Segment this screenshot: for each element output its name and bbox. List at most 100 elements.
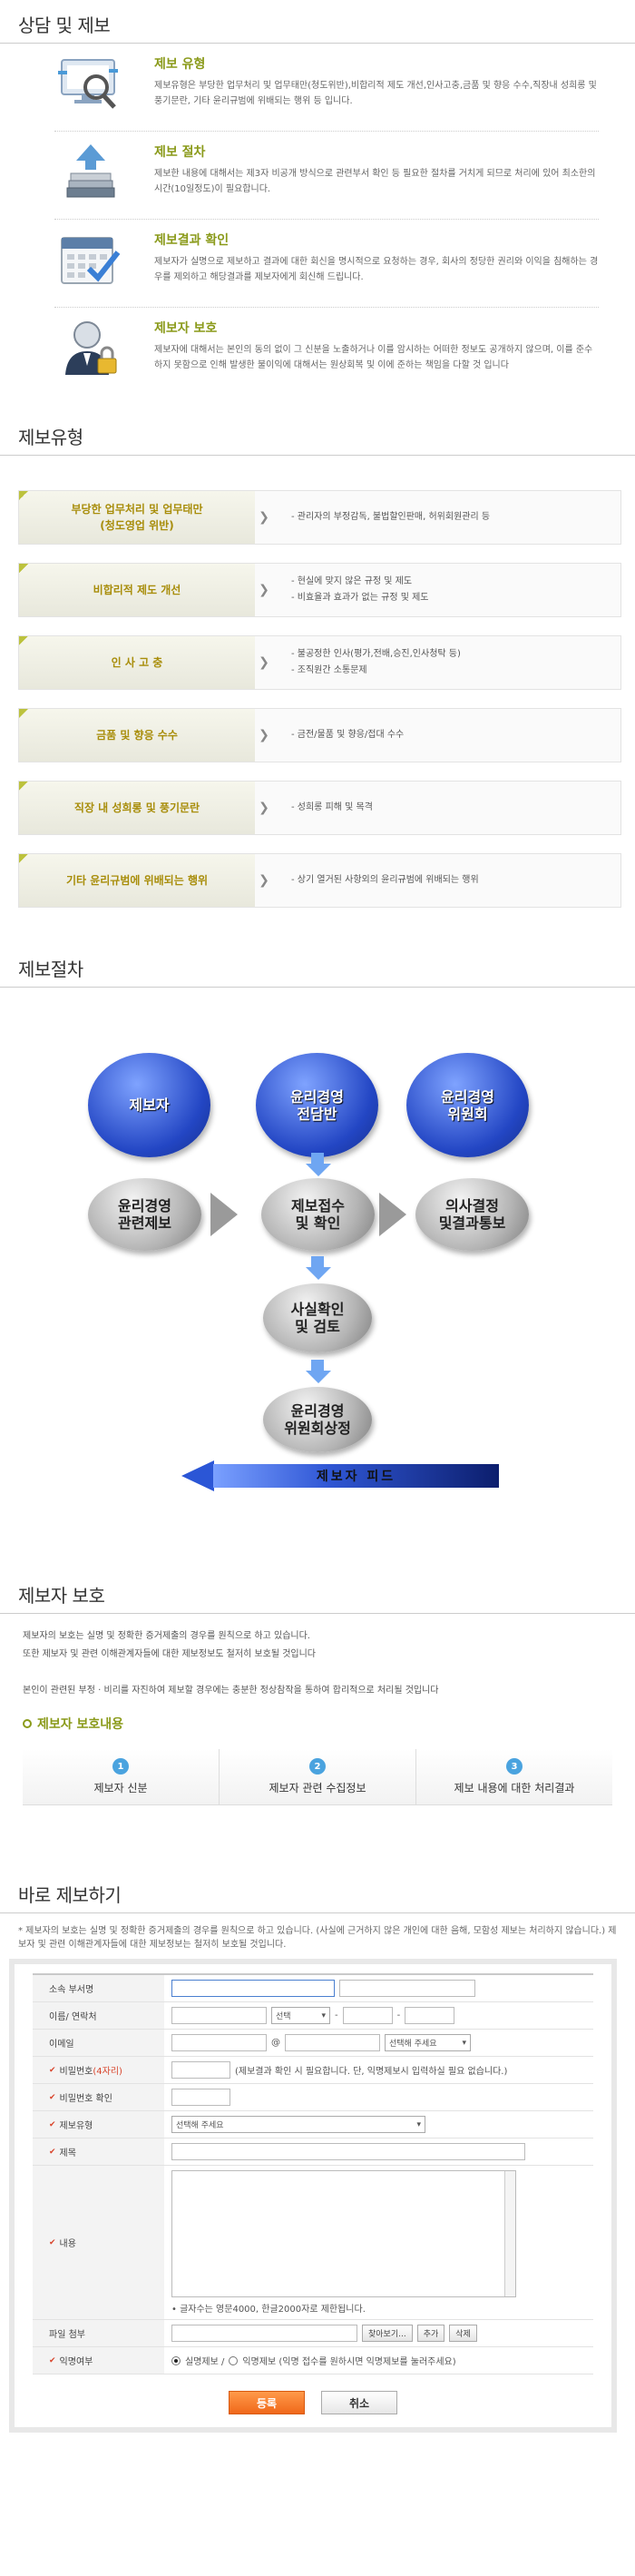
type-desc: - 현실에 맞지 않은 규정 및 제도- 비효율과 효과가 없는 규정 및 제도 bbox=[291, 576, 429, 603]
report-form: 소속 부서명 이름/ 연락처 선택▾ - - 이메일 @ 선택해 주세요▾ bbox=[9, 1959, 617, 2433]
password-input[interactable] bbox=[171, 2061, 230, 2079]
type-label: 직장 내 성희롱 및 풍기문란 bbox=[19, 782, 255, 834]
chevron-down-icon: ▾ bbox=[462, 2038, 466, 2048]
row-email: 이메일 @ 선택해 주세요▾ bbox=[33, 2030, 593, 2057]
file-delete-button[interactable]: 삭제 bbox=[449, 2325, 477, 2342]
phone-prefix-select[interactable]: 선택▾ bbox=[271, 2007, 330, 2024]
circle-bullet-icon bbox=[23, 1719, 32, 1728]
email-id-input[interactable] bbox=[171, 2034, 267, 2051]
chevron-right-icon: ❯ bbox=[259, 655, 269, 670]
type-label: 부당한 업무처리 및 업무태만(청도영업 위반) bbox=[19, 491, 255, 544]
types-title: 제보유형 bbox=[0, 419, 635, 456]
file-browse-button[interactable]: 찾아보기... bbox=[362, 2325, 413, 2342]
real-name-radio[interactable] bbox=[171, 2355, 181, 2365]
protection-text: 제보자의 보호는 실명 및 정확한 증거제출의 경우를 원칙으로 하고 있습니다… bbox=[23, 1631, 439, 1696]
name-phone-label: 이름/ 연락처 bbox=[33, 2002, 164, 2029]
row-content: ✔내용 • 글자수는 영문4000, 한글2000자로 제한됩니다. bbox=[33, 2166, 593, 2320]
report-form-section: 바로 제보하기 * 제보자의 보호는 실명 및 정확한 증거제출의 경우를 원칙… bbox=[0, 1877, 635, 2433]
form-note: * 제보자의 보호는 실명 및 정확한 증거제출의 경우를 원칙으로 하고 있습… bbox=[18, 1926, 617, 1950]
consult-item-type: 제보 유형 제보유형은 부당한 업무처리 및 업무태만(청도위반),비합리적 제… bbox=[54, 44, 599, 132]
check-mark-icon: ✔ bbox=[49, 2065, 56, 2075]
consult-list: 제보 유형 제보유형은 부당한 업무처리 및 업무태만(청도위반),비합리적 제… bbox=[0, 44, 635, 396]
type-label: 인 사 고 충 bbox=[19, 636, 255, 689]
user-lock-icon bbox=[54, 317, 136, 380]
type-row: 금품 및 향응 수수 ❯ - 금전/물품 및 향응/접대 수수 bbox=[18, 708, 621, 762]
type-desc: - 상기 열거된 사항외의 윤리규범에 위배되는 행위 bbox=[291, 875, 479, 885]
file-add-button[interactable]: 추가 bbox=[416, 2325, 445, 2342]
consult-section: 상담 및 제보 제보 유형 제보유형은 부당한 업무처리 및 업무태만(청도위반… bbox=[0, 7, 635, 396]
dept-input-extra[interactable] bbox=[339, 1980, 475, 1997]
check-mark-icon: ✔ bbox=[49, 2237, 56, 2247]
consult-item-desc: 제보한 내용에 대해서는 제3자 비공개 방식으로 관련부서 확인 등 필요한 … bbox=[154, 169, 596, 194]
chevron-right-icon: ❯ bbox=[259, 583, 269, 597]
form-buttons: 등록 취소 bbox=[33, 2391, 593, 2414]
type-label: 기타 윤리규범에 위배되는 행위 bbox=[19, 854, 255, 907]
check-mark-icon: ✔ bbox=[49, 2119, 56, 2129]
row-password: ✔비밀번호(4자리) (제보결과 확인 시 필요합니다. 단, 익명제보시 입력… bbox=[33, 2057, 593, 2084]
anonymous-label: ✔익명여부 bbox=[33, 2347, 164, 2374]
row-subject: ✔제목 bbox=[33, 2138, 593, 2166]
type-row: 인 사 고 충 ❯ - 불공정한 인사(평가,전배,승진,인사청탁 등)- 조직… bbox=[18, 635, 621, 690]
type-desc: - 성희롱 피해 및 목격 bbox=[291, 802, 373, 812]
email-domain-input[interactable] bbox=[285, 2034, 380, 2051]
password-confirm-label: ✔비밀번호 확인 bbox=[33, 2084, 164, 2110]
type-row: 부당한 업무처리 및 업무태만(청도영업 위반) ❯ - 관리자의 부정감독, … bbox=[18, 490, 621, 545]
feedback-arrow: 제보자 피드 bbox=[181, 1460, 499, 1491]
consult-item-protect: 제보자 보호 제보자에 대해서는 본인의 동의 없이 그 신분을 노출하거나 이… bbox=[54, 308, 599, 396]
row-anonymous: ✔익명여부 실명제보 / 익명제보 (익명 접수를 원하시면 익명제보를 눌러주… bbox=[33, 2347, 593, 2374]
row-name-phone: 이름/ 연락처 선택▾ - - bbox=[33, 2002, 593, 2030]
check-mark-icon: ✔ bbox=[49, 2355, 56, 2365]
email-label: 이메일 bbox=[33, 2030, 164, 2056]
dept-input[interactable] bbox=[171, 1980, 335, 1997]
consult-item-desc: 제보자가 실명으로 제보하고 결과에 대한 회신을 명시적으로 요청하는 경우,… bbox=[154, 257, 599, 282]
types-list: 부당한 업무처리 및 업무태만(청도영업 위반) ❯ - 관리자의 부정감독, … bbox=[0, 456, 635, 908]
consult-item-title: 제보결과 확인 bbox=[154, 233, 230, 248]
content-label: ✔내용 bbox=[33, 2166, 164, 2319]
type-row: 기타 윤리규범에 위배되는 행위 ❯ - 상기 열거된 사항외의 윤리규범에 위… bbox=[18, 853, 621, 908]
content-note: • 글자수는 영문4000, 한글2000자로 제한됩니다. bbox=[171, 2305, 366, 2315]
type-row: 직장 내 성희롱 및 풍기문란 ❯ - 성희롱 피해 및 목격 bbox=[18, 781, 621, 835]
subject-label: ✔제목 bbox=[33, 2138, 164, 2165]
anonymous-radio[interactable] bbox=[229, 2355, 239, 2365]
phone-last-input[interactable] bbox=[405, 2007, 455, 2024]
password-note: (제보결과 확인 시 필요합니다. 단, 익명제보시 입력하실 필요 없습니다.… bbox=[235, 2067, 508, 2077]
subject-input[interactable] bbox=[171, 2143, 525, 2160]
cancel-button[interactable]: 취소 bbox=[321, 2391, 397, 2414]
row-file: 파일 첨부 찾아보기... 추가 삭제 bbox=[33, 2320, 593, 2347]
email-domain-select[interactable]: 선택해 주세요▾ bbox=[385, 2034, 471, 2051]
type-desc: - 불공정한 인사(평가,전배,승진,인사청탁 등)- 조직원간 소통문제 bbox=[291, 649, 461, 675]
arrow-down-icon bbox=[306, 1153, 331, 1176]
chevron-right-icon: ❯ bbox=[259, 801, 269, 815]
password-confirm-input[interactable] bbox=[171, 2089, 230, 2106]
consult-item-desc: 제보자에 대해서는 본인의 동의 없이 그 신분을 노출하거나 이를 암시하는 … bbox=[154, 345, 593, 370]
phone-mid-input[interactable] bbox=[342, 2007, 393, 2024]
file-path-input[interactable] bbox=[171, 2325, 357, 2342]
protection-title: 제보자 보호 bbox=[0, 1578, 635, 1614]
chevron-right-icon: ❯ bbox=[259, 873, 269, 888]
file-label: 파일 첨부 bbox=[33, 2320, 164, 2346]
chevron-right-icon: ❯ bbox=[259, 510, 269, 525]
consult-item-procedure: 제보 절차 제보한 내용에 대해서는 제3자 비공개 방식으로 관련부서 확인 … bbox=[54, 132, 599, 220]
report-type-select[interactable]: 선택해 주세요▾ bbox=[171, 2116, 425, 2133]
real-name-radio-label: 실명제보 / bbox=[185, 2357, 225, 2367]
types-section: 제보유형 부당한 업무처리 및 업무태만(청도영업 위반) ❯ - 관리자의 부… bbox=[0, 419, 635, 926]
name-input[interactable] bbox=[171, 2007, 267, 2024]
submit-button[interactable]: 등록 bbox=[229, 2391, 305, 2414]
form-title: 바로 제보하기 bbox=[0, 1877, 635, 1913]
feedback-label: 제보자 피드 bbox=[213, 1464, 499, 1488]
anonymous-radio-label: 익명제보 (익명 접수를 원하시면 익명제보를 눌러주세요) bbox=[242, 2357, 456, 2367]
consult-item-result: 제보결과 확인 제보자가 실명으로 제보하고 결과에 대한 회신을 명시적으로 … bbox=[54, 220, 599, 308]
check-mark-icon: ✔ bbox=[49, 2147, 56, 2157]
consult-item-desc: 제보유형은 부당한 업무처리 및 업무태만(청도위반),비합리적 제도 개선,인… bbox=[154, 81, 597, 106]
consult-title: 상담 및 제보 bbox=[0, 7, 635, 44]
content-textarea[interactable] bbox=[171, 2170, 516, 2297]
check-mark-icon: ✔ bbox=[49, 2092, 56, 2102]
scrollbar[interactable] bbox=[504, 2171, 515, 2296]
